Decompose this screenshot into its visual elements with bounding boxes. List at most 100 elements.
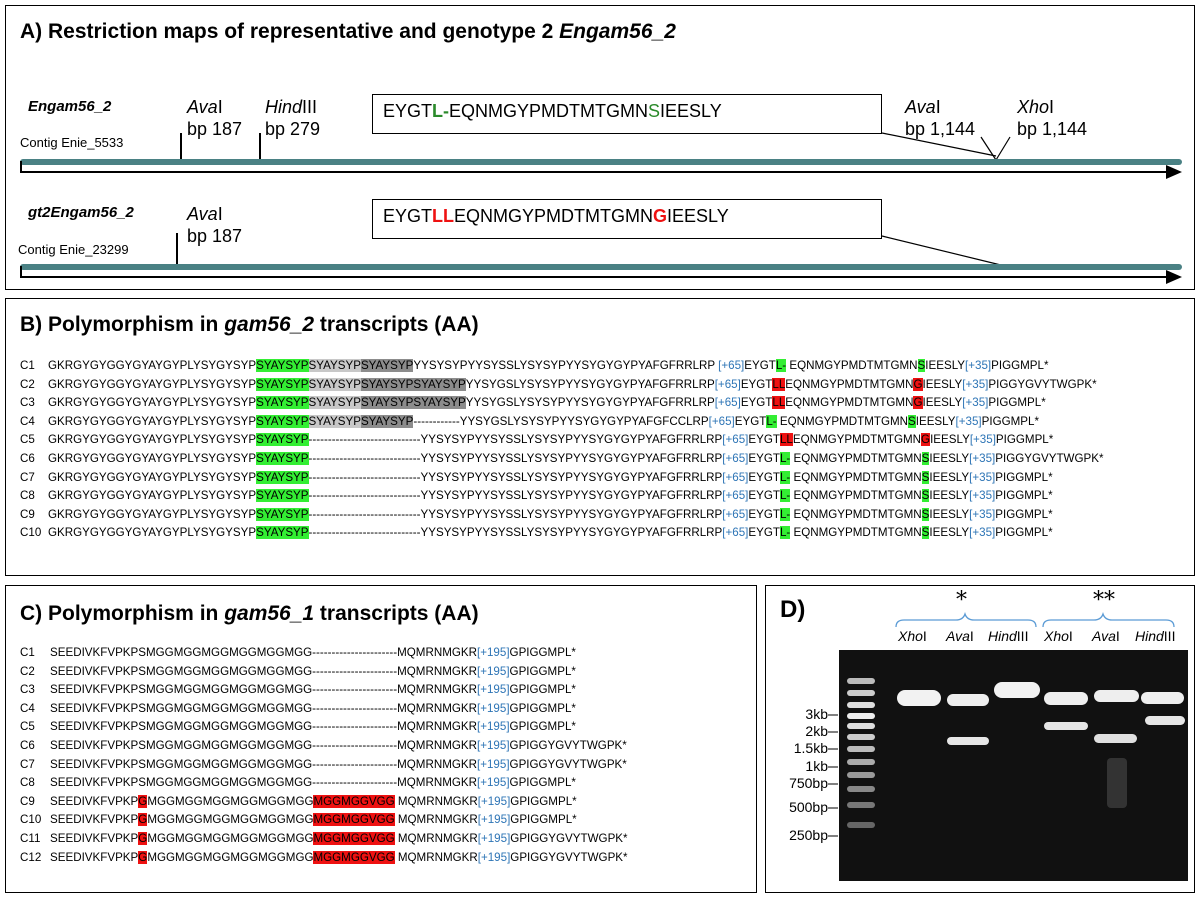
seq-segment: GPIGGMPL* <box>510 813 577 827</box>
row-id: C6 <box>20 451 35 465</box>
track2-box-connector <box>881 235 1010 268</box>
seq-segment: EQNMGYPMDTMTGMN <box>790 526 922 540</box>
lane-enzyme: Hind <box>988 628 1017 644</box>
lane-enzyme-suffix: I <box>1115 628 1120 644</box>
seq-segment: GKRGYGYGGYGYAYGYPLYSYGYSYP <box>48 470 257 484</box>
seq-segment: MQMRNMGKR <box>394 813 478 827</box>
row-id: C5 <box>20 720 35 734</box>
seq-segment: EQNMGYPMDTMTGMN <box>790 451 922 465</box>
highlight-red: MGGMGGVGG <box>313 850 395 864</box>
group1-marker: * <box>956 588 967 613</box>
seq-segment: EYGT <box>740 377 773 391</box>
panel-d-title: D) <box>780 596 806 623</box>
insert-count: [+195] <box>476 664 510 678</box>
track2-arrowhead <box>1166 270 1182 284</box>
site-enzyme-suffix: I <box>1049 97 1055 117</box>
track1-site-ava-2: AvaI bp 1,144 <box>905 96 975 140</box>
panel-c-title: C) Polymorphism in gam56_1 transcripts (… <box>20 602 479 626</box>
seq-segment: EYGT <box>734 414 767 428</box>
polymorphic-site: L- <box>779 526 791 540</box>
row-id: C2 <box>20 664 35 678</box>
panel-b-title-suffix: transcripts (AA) <box>314 313 479 336</box>
insert-count: [+65] <box>722 451 749 465</box>
track1-site-ava: AvaI bp 187 <box>187 96 242 140</box>
seq-segment: SEEDIVKFVPKPSMGGMGGMGGMGGMGGMGG <box>50 757 313 771</box>
polymorphic-site: L- <box>779 489 791 503</box>
group1-brace <box>895 611 1037 628</box>
ladder-tick-marks <box>828 714 838 837</box>
track1-site-hindiii-tick <box>259 133 261 160</box>
panel-c: C) Polymorphism in gam56_1 transcripts (… <box>5 585 757 893</box>
track1-axis-line <box>20 171 1170 173</box>
track2-contig-label: Contig Enie_23299 <box>18 242 129 257</box>
highlight-red: G <box>138 831 148 845</box>
ladder-band <box>847 690 875 696</box>
seq-segment: PIGGMPL* <box>995 526 1053 540</box>
seq-segment: GKRGYGYGGYGYAYGYPLYSYGYSYP <box>48 526 257 540</box>
seq-segment: EQNMGYPMDTMTGMN <box>790 507 922 521</box>
row-id: C5 <box>20 433 35 447</box>
lane-enzyme: Xho <box>898 628 923 644</box>
track1-site-hindiii: HindIII bp 279 <box>265 96 320 140</box>
ladder-band <box>847 772 875 778</box>
site-enzyme: Ava <box>187 97 218 117</box>
seq-segment: EYGT <box>748 489 780 503</box>
insert-count: [+65] <box>722 489 749 503</box>
polymorphic-site: G <box>913 377 923 391</box>
seq-segment: GPIGGYGVYTWGPK* <box>510 850 628 864</box>
highlight-green: SYAYSYP <box>256 451 309 465</box>
seq-mark: L- <box>432 101 450 121</box>
seq-segment: IEESLY <box>915 414 956 428</box>
seq-segment: GKRGYGYGGYGYAYGYPLYSYGYSYP <box>48 414 257 428</box>
panel-a-title-gene: Engam56_2 <box>559 20 676 43</box>
track1-box-connector <box>881 132 997 157</box>
seq-segment: PIGGMPL* <box>995 507 1053 521</box>
seq-segment: ----------------------MQMRNMGKR <box>312 646 477 659</box>
site-bp: bp 187 <box>187 226 243 246</box>
seq-segment: YYSYSYPYYSYSSLYSYSYPYYSYGYGYPYAFGFRRLRP <box>413 359 719 372</box>
insert-count: [+195] <box>476 646 510 659</box>
seq-segment: MQMRNMGKR <box>394 794 478 808</box>
lane2-band-upper <box>947 694 989 706</box>
seq-segment: IEESLY <box>929 507 970 521</box>
seq-part: EQNMGYPMDTMTGMN <box>454 206 653 226</box>
polymorphic-site: L- <box>779 470 791 484</box>
seq-segment: ----------------------MQMRNMGKR <box>312 664 477 678</box>
insert-count: [+65] <box>708 414 735 428</box>
site-enzyme-suffix: I <box>935 97 941 117</box>
track1-contig-bar <box>20 159 1182 165</box>
row-id: C4 <box>20 414 35 428</box>
insert-count: [+195] <box>476 720 510 734</box>
ladder-label-250bp: 250bp <box>789 827 828 843</box>
site-enzyme: Ava <box>905 97 936 117</box>
insert-count: [+195] <box>477 794 511 808</box>
lane-enzyme: Xho <box>1044 628 1069 644</box>
track1-connector-lines <box>881 132 1011 268</box>
lane-label-5: AvaI <box>1092 628 1120 644</box>
lane3-band <box>994 682 1040 698</box>
insert-count: [+195] <box>476 683 510 697</box>
seq-segment: GKRGYGYGGYGYAYGYPLYSYGYSYP <box>48 377 257 391</box>
row-id: C8 <box>20 489 35 503</box>
lane5-band-upper <box>1094 690 1139 702</box>
ladder-band <box>847 759 875 765</box>
lane-group-braces <box>895 611 1175 628</box>
seq-segment: MGGMGGMGGMGGMGGMGG <box>147 813 314 827</box>
polymorphic-site: G <box>921 433 931 447</box>
track1-sequence-box: EYGTL-EQNMGYPMDTMTGMNSIEESLY <box>372 94 882 134</box>
lane5-band-lower <box>1094 734 1137 743</box>
highlight-green: SYAYSYP <box>256 507 309 521</box>
polymorphic-site: L- <box>779 451 791 465</box>
seq-segment: EQNMGYPMDTMTGMN <box>776 414 909 428</box>
seq-segment: IEESLY <box>929 451 970 465</box>
seq-segment: PIGGMPL* <box>981 414 1039 428</box>
seq-segment: GPIGGYGVYTWGPK* <box>510 831 628 845</box>
seq-segment: GPIGGYGVYTWGPK* <box>509 738 627 752</box>
highlight-light-gray: SYAYSYP <box>308 396 361 410</box>
